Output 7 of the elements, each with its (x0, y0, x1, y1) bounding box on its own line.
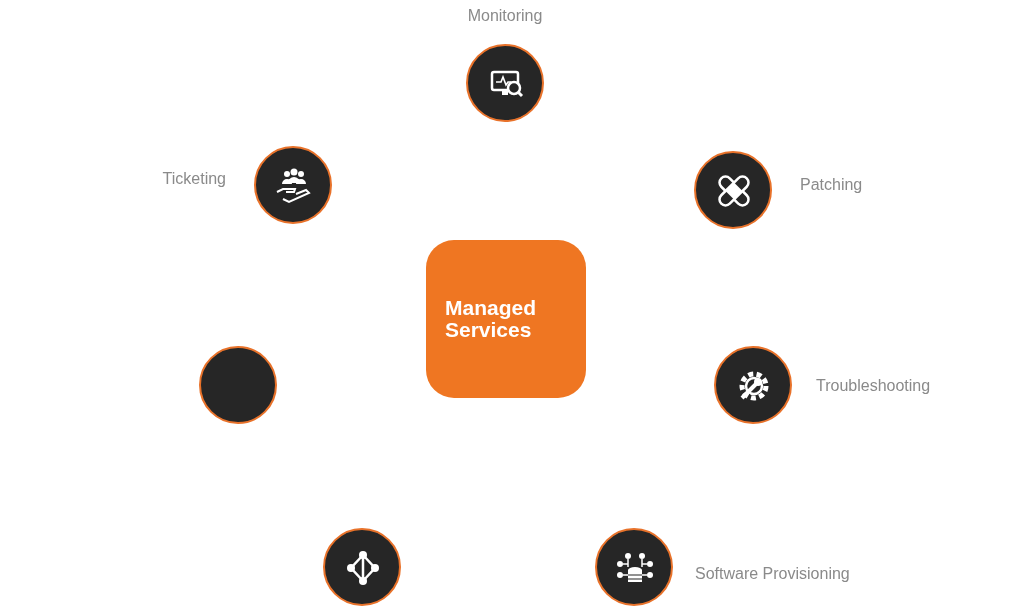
center-box (426, 240, 586, 398)
service-label: Ticketing (162, 169, 226, 189)
service-label: Monitoring (467, 6, 543, 26)
center-title: Managed Services (445, 297, 537, 341)
service-label: Troubleshooting (816, 376, 931, 396)
service-label: Software Provisioning (695, 564, 850, 584)
service-label: Patching (800, 175, 863, 195)
